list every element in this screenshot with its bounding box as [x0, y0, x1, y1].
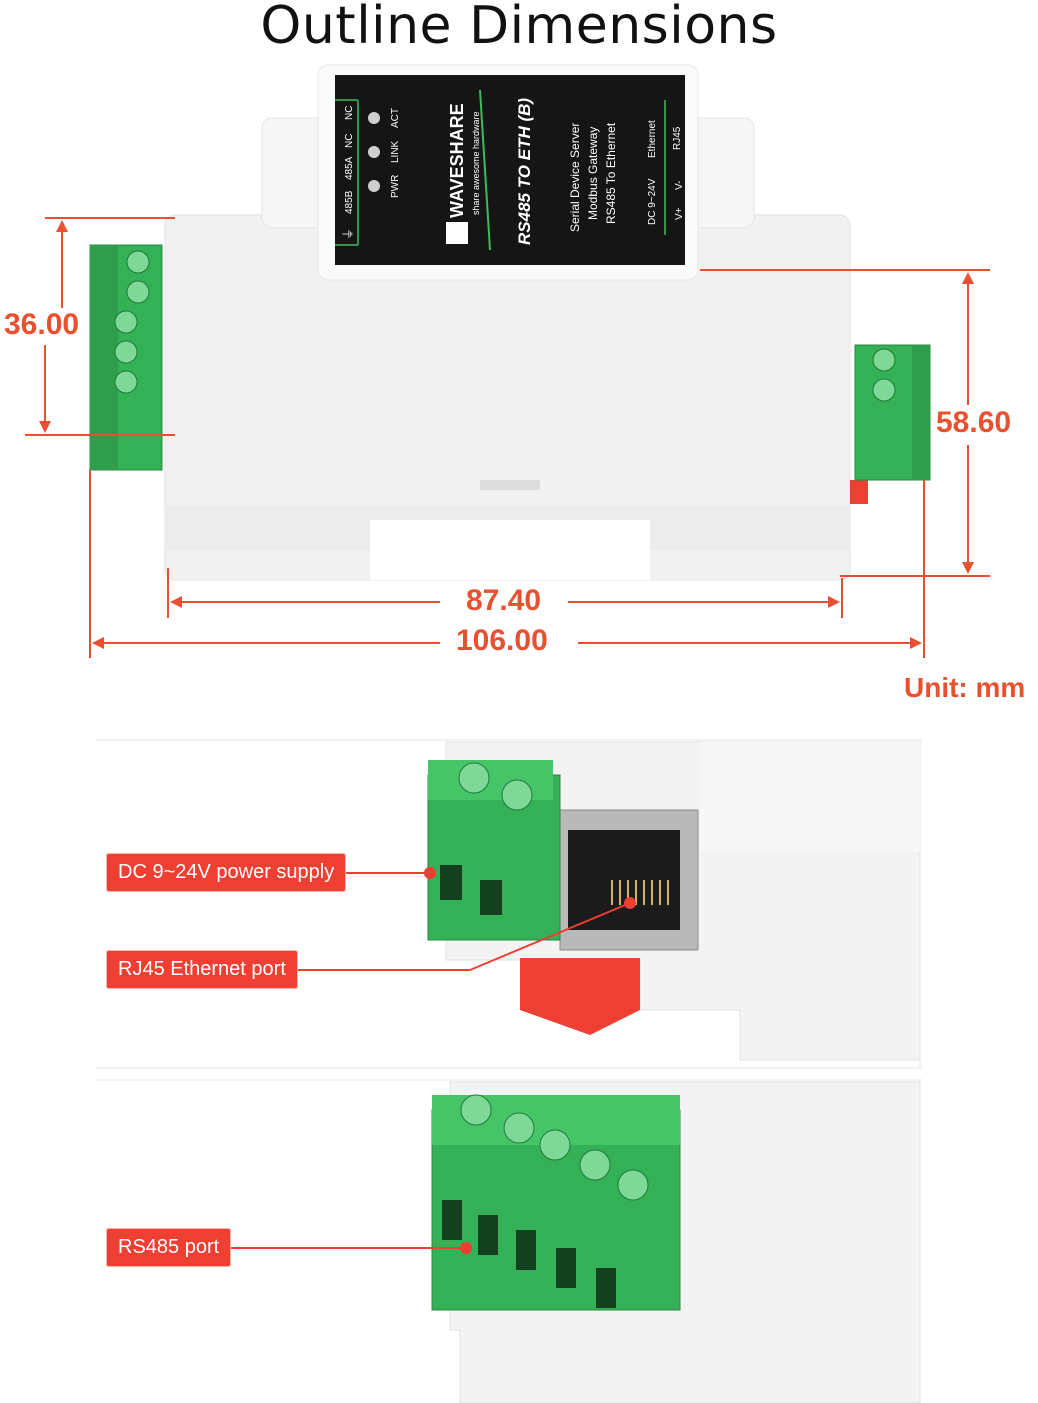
tagline-text: share awesome hardware	[471, 111, 481, 215]
pwr-led	[368, 180, 380, 192]
outline-drawing: RS485 TO ETH (B) WAVESHARE share awesome…	[25, 64, 990, 658]
desc1-text: Serial Device Server	[568, 123, 582, 232]
device-label	[335, 75, 685, 265]
dim-total-width: 106.00	[452, 624, 552, 658]
act-led	[368, 112, 380, 124]
led-pwr-label: PWR	[390, 175, 401, 198]
pin-485b: 485B	[344, 190, 355, 214]
callout-rj45-port: RJ45 Ethernet port	[106, 950, 298, 989]
label-text: RS485 TO ETH (B) WAVESHARE share awesome…	[341, 98, 685, 245]
dim-terminal-height: 36.00	[0, 308, 84, 342]
rj45-text: RJ45	[672, 126, 683, 150]
desc3-text: RS485 To Ethernet	[604, 122, 618, 224]
pin-nc2: NC	[344, 106, 355, 120]
unit-label: Unit: mm	[900, 672, 1030, 704]
pin-gnd: ⏚	[341, 228, 355, 240]
callout-rs485-port: RS485 port	[106, 1228, 232, 1267]
dimension-lines	[25, 217, 990, 658]
brand-text: WAVESHARE	[447, 103, 467, 218]
pin-485a: 485A	[344, 156, 355, 180]
power-text: DC 9~24V	[647, 178, 658, 225]
pin-vplus: V+	[674, 207, 685, 220]
link-led	[368, 146, 380, 158]
desc2-text: Modbus Gateway	[586, 127, 600, 220]
power-terminal	[427, 760, 561, 941]
callout-power-supply: DC 9~24V power supply	[106, 853, 347, 892]
model-text: RS485 TO ETH (B)	[515, 98, 534, 245]
pin-vminus: V-	[674, 181, 685, 190]
dim-body-width: 87.40	[462, 584, 546, 618]
rs485-terminal	[431, 1094, 681, 1311]
led-act-label: ACT	[390, 108, 401, 128]
led-link-label: LINK	[390, 140, 401, 163]
waveshare-logo	[446, 222, 468, 244]
pin-nc1: NC	[344, 134, 355, 148]
dim-body-height: 58.60	[932, 406, 1016, 440]
rs485-terminal-block	[89, 244, 163, 471]
rj45-port	[559, 809, 699, 951]
power-terminal-block	[854, 344, 931, 481]
eth-text: Ethernet	[647, 120, 658, 158]
page-title: Outline Dimensions	[260, 0, 778, 56]
